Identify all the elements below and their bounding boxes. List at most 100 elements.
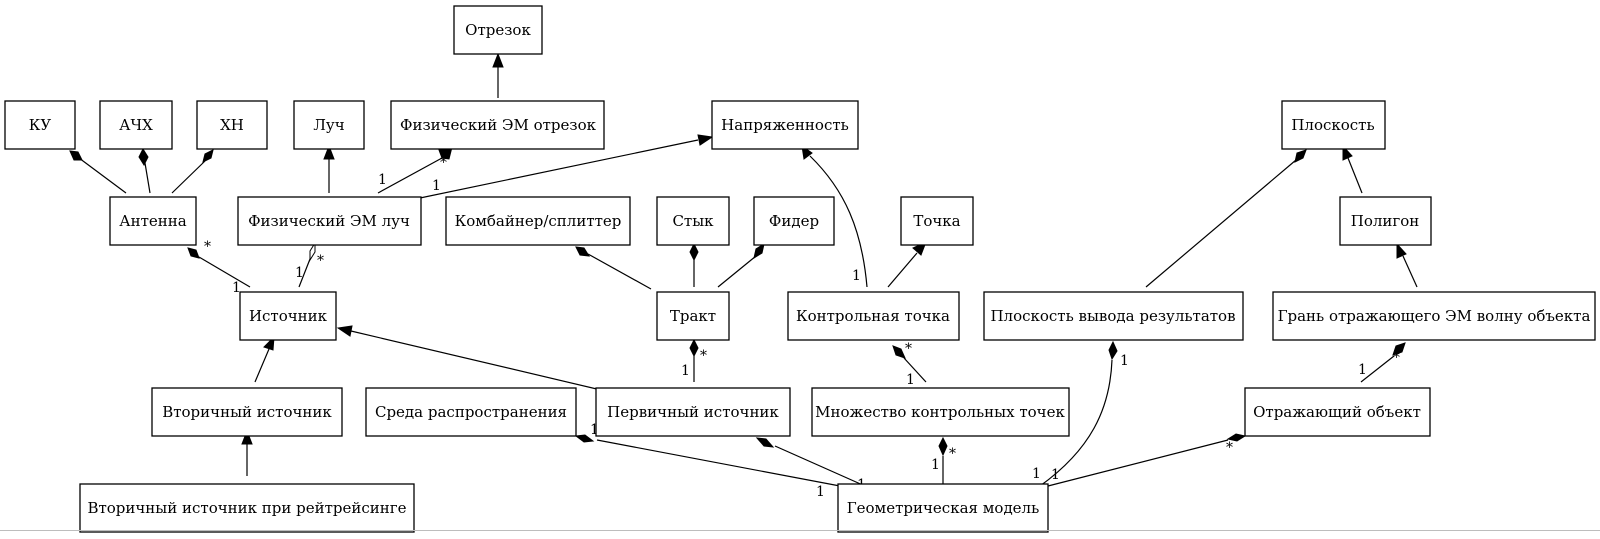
mult-kontrolnaya-one: 1 bbox=[852, 268, 861, 284]
node-kontrolnaya-tochka: Контрольная точка bbox=[787, 291, 960, 341]
svg-text:Источник: Источник bbox=[249, 307, 328, 325]
node-fiz-em-luch: Физический ЭМ луч bbox=[237, 196, 422, 246]
svg-text:Множество контрольных точек: Множество контрольных точек bbox=[815, 403, 1065, 421]
node-tochka: Точка bbox=[900, 196, 974, 246]
mult-fizotrezok-many: * bbox=[440, 155, 447, 171]
edge-otrazhayushchy-gran: * 1 bbox=[1358, 342, 1406, 383]
mult-mnozhestvo-many: * bbox=[949, 446, 956, 462]
mult-geom-sreda-one: 1 bbox=[816, 484, 825, 500]
mult-otrazhayushchy-many: * bbox=[1226, 440, 1233, 456]
svg-text:Геометрическая модель: Геометрическая модель bbox=[847, 499, 1040, 517]
svg-text:КУ: КУ bbox=[29, 116, 52, 134]
node-gran: Грань отражающего ЭМ волну объекта bbox=[1272, 291, 1596, 341]
edge-trakt-styk bbox=[689, 242, 699, 287]
node-trakt: Тракт bbox=[656, 291, 730, 341]
svg-text:Контрольная точка: Контрольная точка bbox=[796, 307, 950, 325]
node-ku: КУ bbox=[4, 100, 76, 150]
svg-text:Среда распространения: Среда распространения bbox=[375, 403, 567, 421]
edge-fizluch-luch bbox=[323, 144, 335, 193]
edge-kontrolnaya-tochka bbox=[887, 241, 927, 288]
node-mnozhestvo: Множество контрольных точек bbox=[811, 387, 1070, 437]
mult-antenna-many: * bbox=[204, 239, 211, 255]
svg-text:Точка: Точка bbox=[913, 212, 960, 230]
node-napryazhennost: Напряженность bbox=[711, 100, 859, 150]
svg-text:Напряженность: Напряженность bbox=[721, 116, 849, 134]
mult-geom-ploskostvyvoda-one: 1 bbox=[1032, 466, 1041, 482]
edge-pervichny-trakt: * 1 bbox=[681, 338, 707, 382]
mult-geom-otrazhayushchy-one: 1 bbox=[1051, 467, 1060, 483]
svg-text:Плоскость вывода результатов: Плоскость вывода результатов bbox=[990, 307, 1235, 325]
node-vtorichny: Вторичный источник bbox=[151, 387, 343, 437]
node-istochnik: Источник bbox=[239, 291, 337, 341]
svg-text:Отрезок: Отрезок bbox=[465, 21, 531, 39]
edge-trakt-kombainer bbox=[575, 246, 652, 290]
svg-text:Полигон: Полигон bbox=[1351, 212, 1420, 230]
svg-text:Грань отражающего ЭМ волну объ: Грань отражающего ЭМ волну объекта bbox=[1278, 307, 1591, 325]
svg-text:Стык: Стык bbox=[672, 212, 714, 230]
edge-ploskostvyvoda-ploskost bbox=[1145, 149, 1307, 288]
edge-fizluch-napryazhennost: 1 bbox=[419, 134, 714, 199]
node-fiz-em-otrezok: Физический ЭМ отрезок bbox=[390, 100, 605, 150]
mult-gran-many: * bbox=[1393, 350, 1400, 366]
node-poligon: Полигон bbox=[1339, 196, 1432, 246]
mult-ploskostvyvoda-one: 1 bbox=[1120, 353, 1129, 369]
edge-vtorichny-istochnik bbox=[254, 335, 275, 383]
svg-text:Физический ЭМ отрезок: Физический ЭМ отрезок bbox=[400, 116, 597, 134]
svg-text:АЧХ: АЧХ bbox=[119, 116, 153, 134]
edge-geom-ploskostvyvoda: 1 1 bbox=[1032, 340, 1129, 487]
mult-fizluch-one: 1 bbox=[378, 172, 387, 188]
node-kombainer: Комбайнер/сплиттер bbox=[445, 196, 631, 246]
node-vtorichny-rt: Вторичный источник при рейтрейсинге bbox=[79, 483, 415, 533]
edge-geom-otrazhayushchy: * 1 bbox=[1047, 433, 1247, 487]
node-styk: Стык bbox=[656, 196, 730, 246]
edge-fizluch-fizotrezok: 1 * bbox=[377, 146, 453, 194]
svg-text:Антенна: Антенна bbox=[119, 212, 187, 230]
svg-text:ХН: ХН bbox=[220, 116, 244, 134]
edge-mnozhestvo-kontrolnaya: * 1 bbox=[892, 341, 927, 388]
mult-pervichny-one: 1 bbox=[681, 363, 690, 379]
edge-geom-mnozhestvo: * 1 bbox=[931, 436, 956, 486]
svg-text:Луч: Луч bbox=[313, 116, 344, 134]
node-achx: АЧХ bbox=[99, 100, 173, 150]
edge-antenna-xn bbox=[171, 149, 214, 194]
mult-geom-mnozhestvo-one: 1 bbox=[931, 457, 940, 473]
svg-text:Вторичный источник: Вторичный источник bbox=[162, 403, 332, 421]
mult-istochnik-fizluch-one: 1 bbox=[295, 265, 304, 281]
node-ploskost: Плоскость bbox=[1281, 100, 1386, 150]
node-geom-model: Геометрическая модель bbox=[837, 483, 1049, 533]
svg-text:Отражающий объект: Отражающий объект bbox=[1253, 403, 1421, 421]
node-xn: ХН bbox=[196, 100, 268, 150]
node-otrezok: Отрезок bbox=[453, 5, 543, 55]
svg-text:Плоскость: Плоскость bbox=[1291, 116, 1374, 134]
edge-trakt-fider bbox=[717, 242, 765, 288]
mult-kontrolnaya-many: * bbox=[905, 341, 912, 357]
edge-antenna-ku bbox=[69, 150, 127, 194]
node-fider: Фидер bbox=[753, 196, 835, 246]
svg-text:Фидер: Фидер bbox=[769, 212, 819, 230]
edge-gran-poligon bbox=[1396, 242, 1418, 288]
edge-geom-sreda: 1 1 bbox=[574, 422, 841, 500]
mult-fizluch-napr-one: 1 bbox=[432, 178, 441, 194]
node-otrazhayushchy: Отражающий объект bbox=[1244, 387, 1431, 437]
node-sreda: Среда распространения bbox=[365, 387, 577, 437]
mult-sreda-one: 1 bbox=[590, 422, 599, 438]
node-antenna: Антенна bbox=[109, 196, 197, 246]
mult-mnozhestvo-one: 1 bbox=[906, 372, 915, 388]
svg-text:Первичный источник: Первичный источник bbox=[607, 403, 779, 421]
edge-fizotrezok-otrezok bbox=[492, 52, 504, 98]
edge-istochnik-antenna: * 1 bbox=[187, 239, 251, 296]
mult-trakt-many: * bbox=[700, 348, 707, 364]
edge-poligon-ploskost bbox=[1342, 144, 1363, 194]
mult-istochnik-one: 1 bbox=[232, 280, 241, 296]
svg-text:Вторичный источник при рейтрей: Вторичный источник при рейтрейсинге bbox=[87, 499, 406, 517]
mult-fizluch-many: * bbox=[317, 253, 324, 269]
svg-text:Физический ЭМ луч: Физический ЭМ луч bbox=[248, 212, 410, 230]
edge-istochnik-fizluch: * 1 bbox=[295, 241, 324, 288]
node-pervichny: Первичный источник bbox=[595, 387, 791, 437]
edge-vtorichnyrt-vtorichny bbox=[241, 429, 253, 476]
node-luch: Луч bbox=[293, 100, 365, 150]
edge-pervichny-istochnik bbox=[336, 325, 602, 391]
edge-antenna-achx bbox=[138, 147, 151, 194]
svg-text:Тракт: Тракт bbox=[670, 307, 716, 325]
